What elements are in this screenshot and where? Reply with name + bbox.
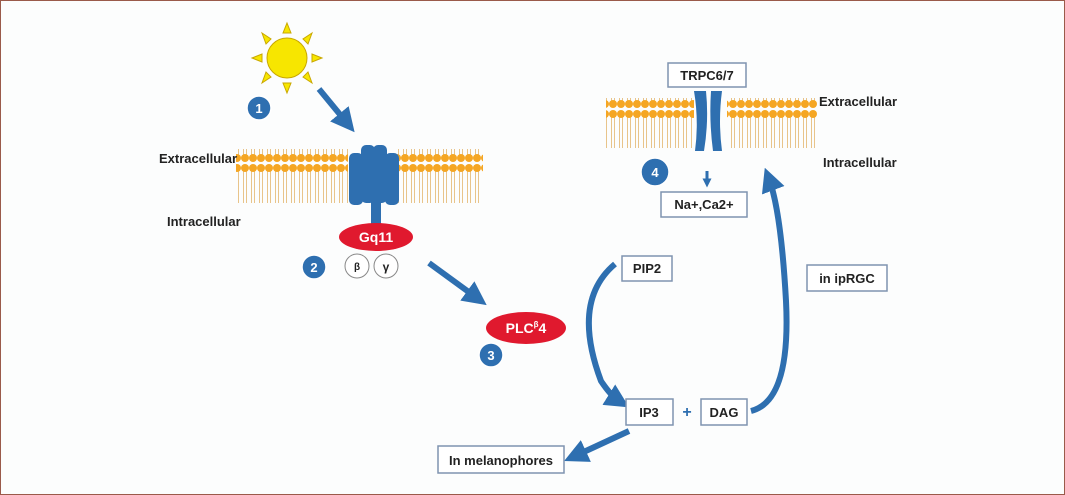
arrow-ip3-to-melanophores bbox=[564, 428, 631, 462]
ip3-box: IP3 bbox=[625, 398, 674, 426]
trpc-channel-icon bbox=[694, 91, 722, 151]
ipRGC-box: in ipRGC bbox=[806, 264, 888, 292]
svg-text:DAG: DAG bbox=[710, 405, 739, 420]
dag-box: DAG bbox=[700, 398, 748, 426]
svg-text:2: 2 bbox=[310, 260, 317, 275]
step-3: 3 bbox=[478, 342, 504, 368]
intracellular-label-right: Intracellular bbox=[823, 155, 897, 170]
step-1: 1 bbox=[246, 95, 272, 121]
plc-label: PLCβ4 bbox=[506, 320, 547, 336]
step-2: 2 bbox=[301, 254, 327, 280]
beta-label: β bbox=[354, 262, 360, 273]
gamma-subunit bbox=[373, 253, 399, 279]
sun-icon bbox=[250, 21, 324, 95]
arrow-dag-to-channel bbox=[750, 167, 790, 414]
membrane-right-a bbox=[606, 98, 694, 148]
step-4: 4 bbox=[640, 157, 670, 187]
ions-box: Na+,Ca2+ bbox=[660, 191, 748, 218]
intracellular-label-left: Intracellular bbox=[167, 214, 241, 229]
gq11-label: Gq11 bbox=[359, 229, 393, 245]
svg-text:4: 4 bbox=[651, 165, 659, 180]
membrane-right-b bbox=[727, 98, 817, 148]
svg-text:1: 1 bbox=[255, 101, 262, 116]
svg-text:In melanophores: In melanophores bbox=[449, 453, 553, 468]
svg-text:PIP2: PIP2 bbox=[633, 261, 661, 276]
melanophores-box: In melanophores bbox=[437, 445, 565, 474]
svg-text:Na+,Ca2+: Na+,Ca2+ bbox=[674, 197, 734, 212]
membrane-left-a bbox=[236, 149, 348, 203]
gq11-node bbox=[339, 223, 413, 251]
arrow-light-to-receptor bbox=[316, 87, 355, 133]
extracellular-label-left: Extracellular bbox=[159, 151, 237, 166]
arrow-gq-to-plc bbox=[427, 260, 487, 306]
plc-node bbox=[486, 312, 566, 344]
svg-text:TRPC6/7: TRPC6/7 bbox=[680, 68, 733, 83]
svg-text:3: 3 bbox=[487, 348, 494, 363]
gamma-label: γ bbox=[383, 260, 390, 274]
beta-subunit bbox=[344, 253, 370, 279]
extracellular-label-right: Extracellular bbox=[819, 94, 897, 109]
pip2-box: PIP2 bbox=[621, 255, 673, 282]
svg-text:in ipRGC: in ipRGC bbox=[819, 271, 875, 286]
arrow-pip2-to-ip3 bbox=[585, 261, 630, 408]
plus-sign: + bbox=[682, 404, 691, 421]
membrane-left-b bbox=[397, 149, 483, 203]
trpc-box: TRPC6/7 bbox=[667, 62, 747, 88]
svg-text:IP3: IP3 bbox=[639, 405, 659, 420]
receptor-icon bbox=[349, 145, 399, 225]
